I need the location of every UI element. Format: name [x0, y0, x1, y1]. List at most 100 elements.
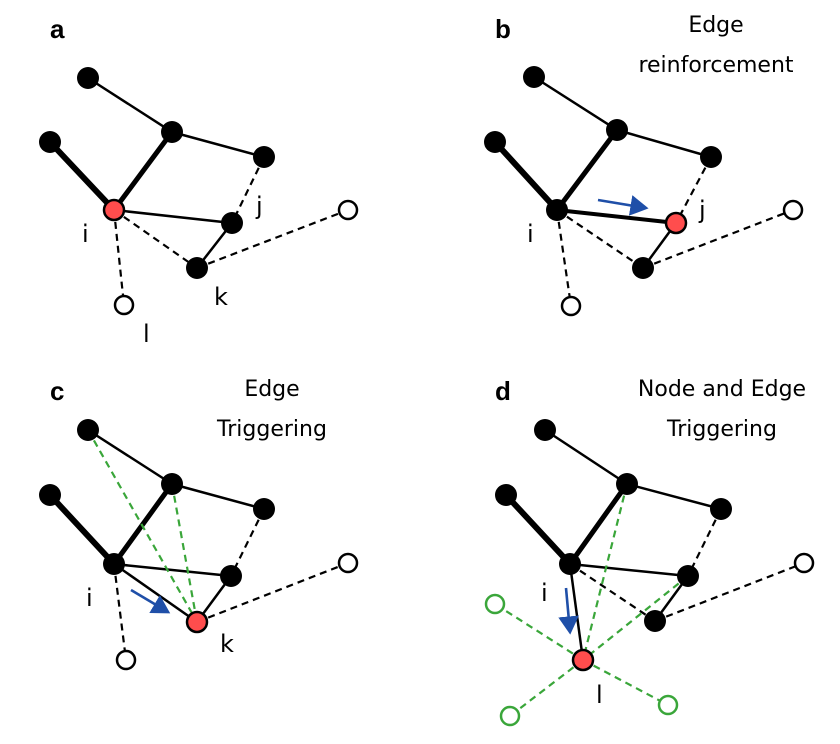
- node: [253, 498, 275, 520]
- active-node-j: [664, 211, 688, 235]
- dashed-edge: [112, 563, 128, 661]
- edge: [532, 75, 619, 132]
- node-i: [546, 199, 568, 221]
- node: [616, 473, 638, 495]
- panel-title-line-1: Node and Edge: [638, 377, 806, 402]
- node: [644, 610, 666, 632]
- node: [710, 498, 732, 520]
- panel-letter-b: b: [495, 14, 511, 44]
- panel-title-line-2: Triggering: [216, 417, 327, 442]
- edge: [543, 428, 629, 486]
- node: [253, 146, 275, 168]
- edge: [568, 562, 585, 662]
- triggered-edge: [581, 483, 629, 661]
- node: [700, 146, 722, 168]
- dashed-edge: [555, 209, 573, 307]
- thick-edge: [111, 481, 175, 567]
- dashed-edge: [654, 561, 805, 623]
- reinforced-edge: [555, 208, 678, 225]
- new-node: [484, 593, 506, 615]
- node: [161, 473, 183, 495]
- panel-title-line-1: Edge: [244, 377, 299, 402]
- label-i: i: [86, 584, 93, 612]
- thick-edge: [567, 481, 630, 567]
- label-l: l: [596, 681, 603, 709]
- dashed-edge: [675, 156, 712, 224]
- empty-node: [115, 649, 137, 671]
- panel-letter-c: c: [50, 376, 64, 406]
- panel-title-line-2: reinforcement: [638, 53, 793, 78]
- thick-edge: [492, 139, 560, 213]
- dashed-edge: [113, 209, 198, 269]
- panel-letter-d: d: [495, 376, 511, 406]
- triggered-edge: [582, 575, 689, 661]
- node-k: [186, 257, 208, 279]
- new-node: [657, 694, 679, 716]
- empty-node: [793, 552, 815, 574]
- panel-c: c Edge Triggering i k: [39, 376, 359, 671]
- triggered-edge: [87, 429, 198, 623]
- dashed-edge: [569, 563, 656, 622]
- active-node-i: [102, 198, 126, 222]
- node: [221, 212, 243, 234]
- dashed-edge: [196, 208, 349, 270]
- empty-node-l: [113, 294, 135, 316]
- dashed-edge: [231, 156, 265, 224]
- active-node-l: [571, 648, 595, 672]
- edge: [170, 130, 266, 159]
- node-i: [559, 553, 581, 575]
- dashed-edge: [230, 508, 265, 577]
- label-i: i: [541, 579, 548, 607]
- edge: [112, 208, 234, 225]
- dashed-edge: [642, 208, 794, 270]
- triggered-edge: [509, 659, 584, 717]
- node: [220, 565, 242, 587]
- label-i: i: [527, 220, 534, 248]
- edge: [170, 482, 266, 511]
- dashed-edge: [112, 209, 126, 306]
- edge: [86, 428, 174, 486]
- edge: [112, 562, 233, 578]
- dashed-edge: [196, 561, 349, 624]
- label-j: j: [698, 196, 706, 224]
- arrow: [130, 588, 171, 614]
- edge: [86, 76, 174, 134]
- arrow: [558, 587, 579, 635]
- node: [606, 119, 628, 141]
- panel-b: b Edge reinforcement i j: [484, 13, 804, 317]
- arrow: [597, 195, 649, 216]
- thick-edge: [503, 492, 573, 567]
- edge: [568, 562, 690, 578]
- panel-title-line-2: Triggering: [666, 417, 777, 442]
- node: [161, 121, 183, 143]
- panel-a: a i j k l: [39, 14, 359, 348]
- node: [534, 419, 556, 441]
- empty-node: [337, 552, 359, 574]
- dashed-edge: [687, 508, 722, 577]
- triggered-edge: [582, 659, 669, 706]
- label-j: j: [255, 192, 263, 220]
- empty-node: [337, 199, 359, 221]
- label-i: i: [82, 220, 89, 248]
- thick-edge: [47, 492, 117, 567]
- edge: [615, 128, 713, 159]
- empty-node: [560, 295, 582, 317]
- edge: [625, 482, 723, 511]
- node: [39, 131, 61, 153]
- new-node: [499, 705, 521, 727]
- panel-d: d Node and Edge Triggering i l: [484, 376, 815, 727]
- node: [484, 131, 506, 153]
- active-node-k: [185, 610, 209, 634]
- node: [632, 257, 654, 279]
- node: [677, 565, 699, 587]
- node: [39, 484, 61, 506]
- panel-title-line-1: Edge: [688, 13, 743, 38]
- node: [495, 484, 517, 506]
- node: [77, 67, 99, 89]
- node: [77, 419, 99, 441]
- thick-edge: [111, 129, 175, 213]
- thick-edge: [554, 127, 620, 213]
- empty-node: [782, 199, 804, 221]
- triggered-edge: [494, 603, 584, 661]
